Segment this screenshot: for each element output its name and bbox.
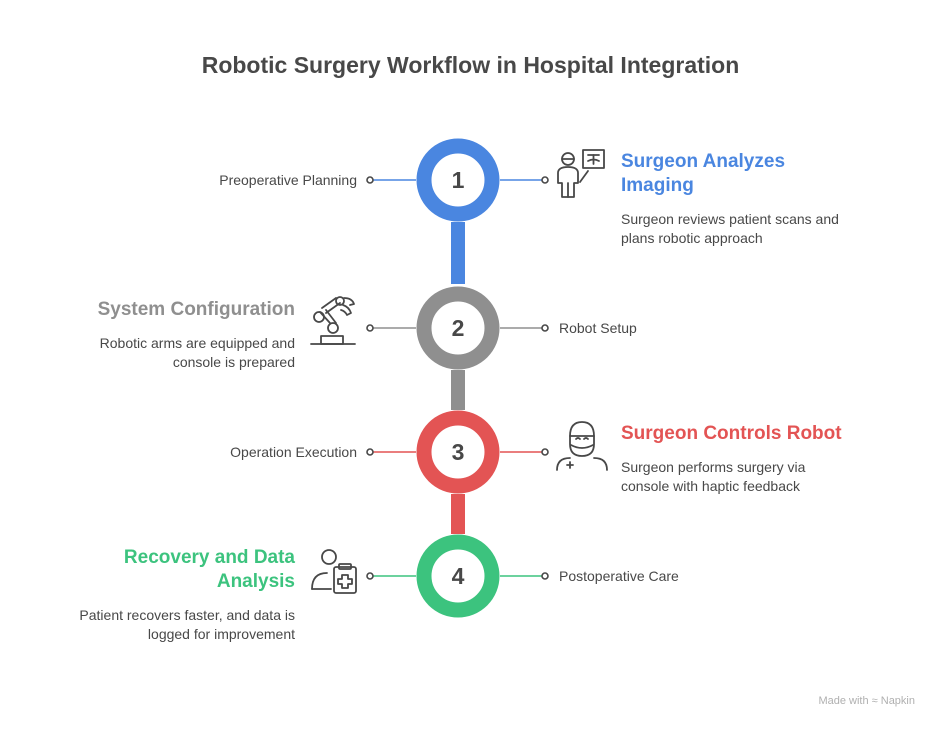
step-2: 2 <box>366 286 549 370</box>
step-1-right-dot <box>541 176 549 184</box>
step-3-right-dot <box>541 448 549 456</box>
step-4-phase-label: Postoperative Care <box>559 568 679 584</box>
surgeon-mask-icon <box>556 421 608 471</box>
step-4-ring <box>416 534 500 618</box>
connector-1-2 <box>451 222 465 284</box>
connector-3-4 <box>451 494 465 534</box>
step-3-desc-line2: console with haptic feedback <box>621 478 800 494</box>
step-1-description: Surgeon reviews patient scans and plans … <box>621 210 839 248</box>
step-1-number: 1 <box>452 167 465 193</box>
robotic-arm-icon <box>310 296 356 345</box>
step-3: 3 <box>366 410 549 494</box>
diagram-title: Robotic Surgery Workflow in Hospital Int… <box>201 52 740 78</box>
step-1-desc-line2: plans robotic approach <box>621 230 763 246</box>
step-1: 1 <box>366 138 549 222</box>
step-1-phase-label: Preoperative Planning <box>219 172 357 188</box>
napkin-logo-icon: ≈ <box>871 695 878 707</box>
surgeon-imaging-icon <box>557 149 605 198</box>
step-3-phase-label: Operation Execution <box>230 444 357 460</box>
step-3-heading-line1: Surgeon Controls Robot <box>621 423 842 444</box>
step-4-heading: Recovery and Data Analysis <box>124 546 295 594</box>
step-1-left-dot <box>366 176 374 184</box>
step-3-number: 3 <box>452 439 465 465</box>
connector-2-3 <box>451 370 465 410</box>
step-1-heading-line2: Imaging <box>621 175 694 196</box>
step-2-description: Robotic arms are equipped and console is… <box>100 334 295 372</box>
step-1-ring <box>416 138 500 222</box>
step-2-number: 2 <box>452 315 465 341</box>
step-3-heading: Surgeon Controls Robot <box>621 422 842 446</box>
step-4-desc-line1: Patient recovers faster, and data is <box>79 607 295 623</box>
step-2-ring <box>416 286 500 370</box>
step-2-left-dot <box>366 324 374 332</box>
step-4: 4 <box>366 534 549 618</box>
step-2-desc-line1: Robotic arms are equipped and <box>99 335 295 351</box>
step-3-ring <box>416 410 500 494</box>
step-4-right-dot <box>541 572 549 580</box>
step-3-left-dot <box>366 448 374 456</box>
step-4-desc-line2: logged for improvement <box>147 626 295 642</box>
step-3-desc-line1: Surgeon performs surgery via <box>621 459 806 475</box>
napkin-brand-label: Napkin <box>880 695 915 707</box>
step-4-heading-line2: Analysis <box>216 571 295 592</box>
step-3-description: Surgeon performs surgery via console wit… <box>621 458 805 496</box>
step-4-description: Patient recovers faster, and data is log… <box>79 606 295 644</box>
step-2-heading: System Configuration <box>98 298 295 322</box>
step-2-right-dot <box>541 324 549 332</box>
step-1-desc-line1: Surgeon reviews patient scans and <box>621 211 839 227</box>
step-2-desc-line2: console is prepared <box>172 354 295 370</box>
patient-clipboard-icon <box>311 549 357 594</box>
step-1-heading: Surgeon Analyzes Imaging <box>621 150 785 198</box>
step-1-heading-line1: Surgeon Analyzes <box>621 151 786 172</box>
step-4-heading-line1: Recovery and Data <box>123 547 295 568</box>
step-2-phase-label: Robot Setup <box>559 320 637 336</box>
step-4-left-dot <box>366 572 374 580</box>
made-with-napkin-badge[interactable]: Made with ≈ Napkin <box>818 695 915 707</box>
step-4-number: 4 <box>452 563 465 589</box>
step-2-heading-line1: System Configuration <box>97 299 295 320</box>
made-with-label: Made with <box>818 695 869 707</box>
